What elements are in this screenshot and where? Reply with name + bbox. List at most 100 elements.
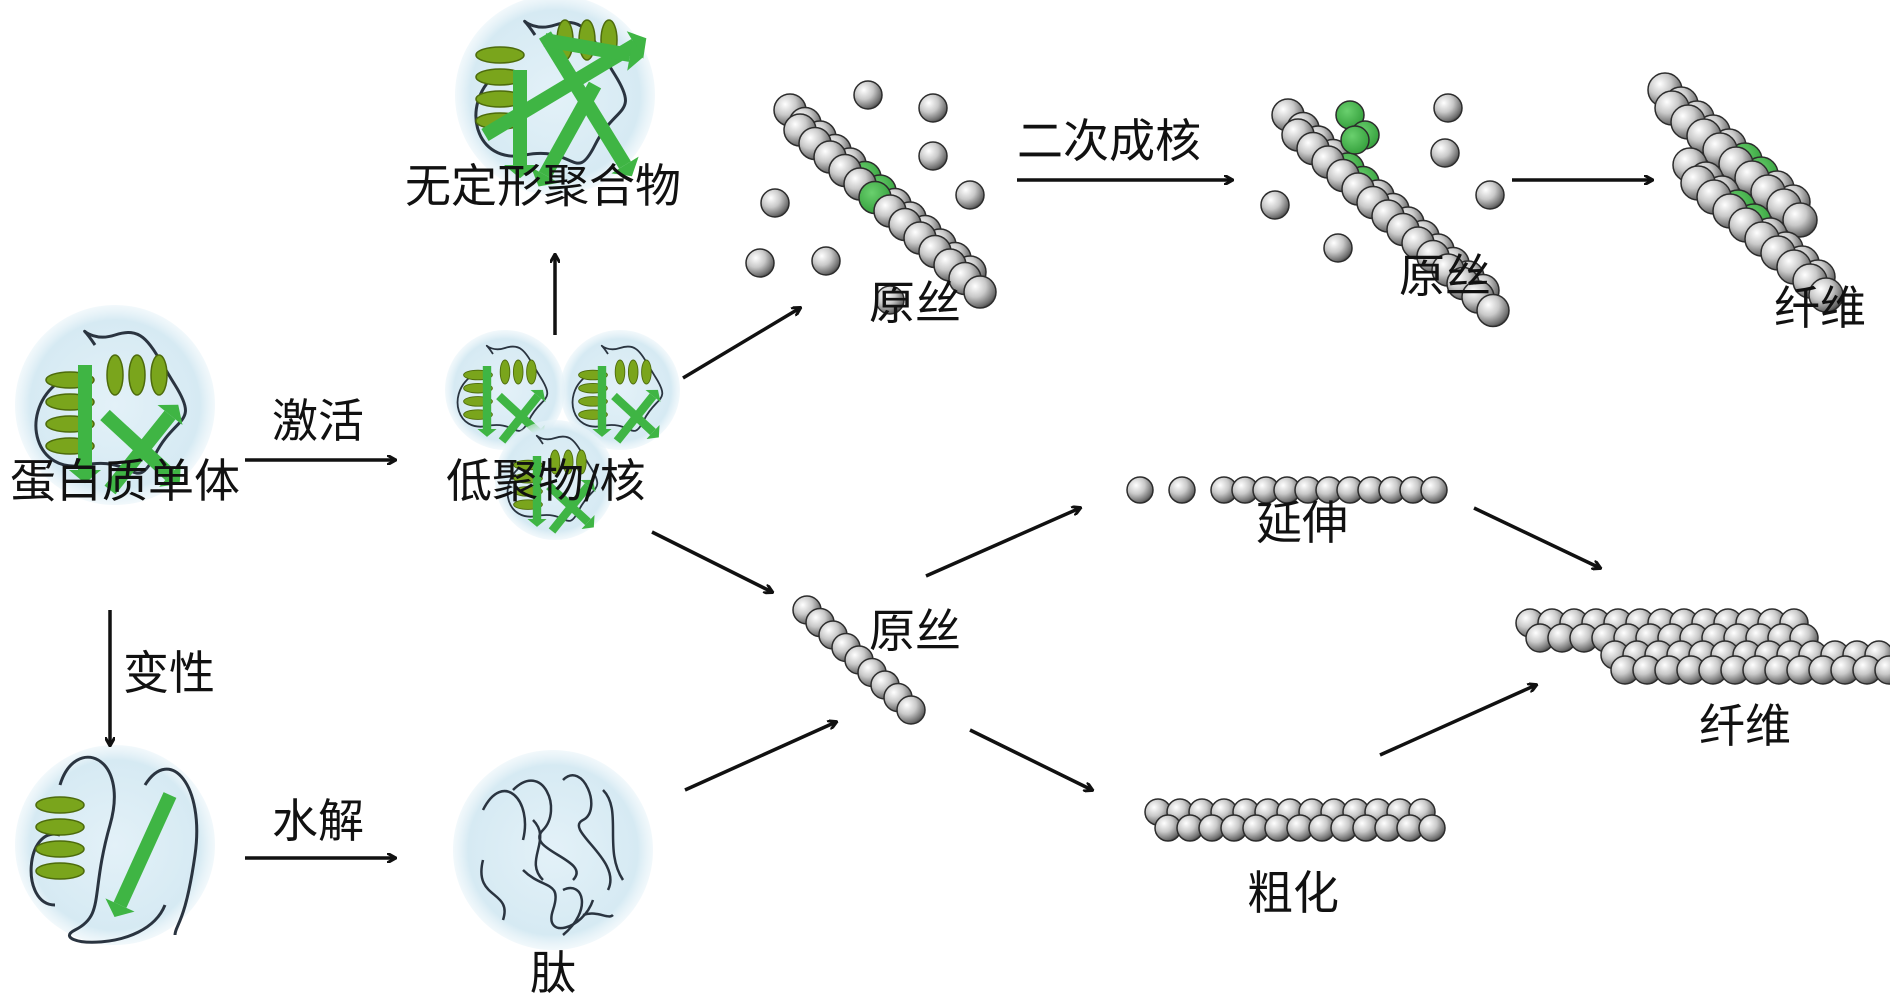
label-activation: 激活 bbox=[272, 394, 364, 448]
free-monomer bbox=[955, 180, 985, 210]
peptide-chain bbox=[480, 859, 506, 921]
beta-strand-arrowhead bbox=[646, 424, 660, 440]
beta-strand-arrowhead bbox=[611, 156, 639, 177]
label-amorphous-aggregate: 无定形聚合物 bbox=[405, 159, 681, 213]
beta-strand-arrowhead bbox=[626, 31, 647, 59]
free-monomer bbox=[1126, 476, 1154, 504]
peptide-chain bbox=[512, 779, 578, 881]
free-monomer bbox=[760, 188, 790, 218]
oligomer-monomer-2 bbox=[560, 330, 680, 450]
beta-strand-arrowhead bbox=[531, 167, 559, 187]
alpha-helix-turn bbox=[475, 46, 525, 64]
alpha-helix-turn bbox=[106, 354, 124, 396]
random-coil bbox=[29, 755, 199, 944]
protofibril-top-sphere bbox=[963, 275, 997, 309]
peptide-chain bbox=[532, 819, 544, 881]
beta-strand-arrowhead bbox=[580, 479, 596, 492]
beta-strand-arrowhead bbox=[581, 514, 595, 530]
free-monomer bbox=[1168, 476, 1196, 504]
beta-strand bbox=[113, 792, 177, 908]
free-monomer bbox=[1260, 190, 1290, 220]
arrow-protofibril-to-thickening bbox=[969, 728, 1092, 790]
denatured-monomer bbox=[15, 745, 215, 945]
solvent-bubble bbox=[445, 330, 565, 450]
protofibril-secondary-sphere bbox=[1476, 293, 1510, 328]
free-monomer bbox=[1430, 138, 1460, 168]
label-hydrolysis: 水解 bbox=[272, 794, 364, 848]
free-monomer bbox=[918, 141, 948, 171]
random-coil bbox=[571, 344, 664, 432]
peptide-chain bbox=[562, 886, 583, 936]
arrow-protofibril-to-elongation bbox=[925, 508, 1080, 578]
oligomer-monomer-1 bbox=[445, 330, 565, 450]
beta-strand-arrowhead bbox=[159, 463, 181, 487]
amorphous-aggregate bbox=[455, 0, 655, 195]
peptide-chain bbox=[582, 912, 614, 918]
random-coil bbox=[456, 344, 549, 432]
alpha-helix-turn bbox=[35, 862, 85, 880]
alpha-helix-turn bbox=[128, 354, 146, 396]
beta-strand bbox=[548, 483, 592, 534]
beta-strand-arrowhead bbox=[105, 898, 135, 918]
beta-strand bbox=[543, 33, 632, 62]
arrow-thickening-to-fiber bbox=[1379, 685, 1536, 757]
beta-strand bbox=[538, 81, 602, 179]
label-protofibril-secondary: 原丝 bbox=[1399, 249, 1491, 303]
arrow-elongation-to-fiber bbox=[1473, 506, 1600, 568]
free-monomer bbox=[1475, 180, 1505, 210]
solvent-bubble bbox=[560, 330, 680, 450]
free-monomer bbox=[875, 285, 905, 315]
free-monomer bbox=[918, 93, 948, 123]
alpha-helix-turn bbox=[35, 840, 85, 858]
solvent-bubble bbox=[453, 750, 653, 950]
label-thickening: 粗化 bbox=[1247, 866, 1339, 920]
beta-strand bbox=[498, 393, 542, 444]
label-peptide: 肽 bbox=[530, 946, 576, 1000]
alpha-helix-turn bbox=[614, 359, 626, 385]
peptide-chain bbox=[602, 789, 625, 881]
alpha-helix-turn bbox=[627, 359, 639, 385]
beta-strand-arrowhead bbox=[477, 429, 497, 437]
thickening-sphere bbox=[1418, 814, 1446, 842]
alpha-helix-turn bbox=[512, 359, 524, 385]
free-monomer bbox=[811, 246, 841, 276]
label-protofibril-mid: 原丝 bbox=[869, 604, 961, 658]
alpha-helix-turn bbox=[35, 818, 85, 836]
label-fiber-top: 纤维 bbox=[1774, 281, 1866, 335]
peptide-fragments bbox=[453, 750, 653, 950]
alpha-helix-turn bbox=[641, 359, 652, 385]
alpha-helix-turn bbox=[35, 796, 85, 814]
arrow-oligomer-to-protofibril-mid bbox=[651, 530, 772, 592]
label-protofibril-top: 原丝 bbox=[869, 276, 961, 330]
free-monomer bbox=[1433, 93, 1463, 123]
free-monomer bbox=[1323, 233, 1353, 263]
oligomer-monomer-3 bbox=[495, 420, 615, 540]
free-monomer bbox=[853, 80, 883, 110]
label-monomer: 蛋白质单体 bbox=[10, 454, 240, 508]
alpha-helix-turn bbox=[526, 359, 537, 385]
free-monomer bbox=[745, 248, 775, 278]
fiber-top-sphere bbox=[1808, 277, 1844, 313]
label-denaturation: 变性 bbox=[123, 646, 215, 700]
random-coil bbox=[34, 329, 187, 475]
label-oligomer-nucleus: 低聚物/核 bbox=[446, 454, 646, 508]
label-fiber-bottom: 纤维 bbox=[1699, 699, 1791, 753]
protofibril-mid-sphere bbox=[896, 695, 926, 725]
alpha-helix-turn bbox=[576, 449, 587, 475]
beta-strand-arrowhead bbox=[530, 389, 546, 402]
label-elongation: 延伸 bbox=[1256, 496, 1348, 550]
label-secondary-nucleation: 二次成核 bbox=[1017, 114, 1201, 168]
fiber-bottom-sphere bbox=[1874, 655, 1890, 685]
beta-strand-arrowhead bbox=[157, 404, 183, 425]
solvent-bubble bbox=[495, 420, 615, 540]
beta-strand-arrowhead bbox=[504, 165, 536, 179]
beta-strand-arrowhead bbox=[527, 519, 547, 527]
alpha-helix-turn bbox=[562, 449, 574, 475]
elongation-sphere bbox=[1420, 476, 1448, 504]
secondary-nucleus-sphere bbox=[1340, 125, 1370, 155]
peptide-chain bbox=[522, 869, 595, 930]
solvent-bubble bbox=[15, 305, 215, 505]
beta-strand-arrowhead bbox=[645, 389, 661, 402]
arrow-oligomer-to-protofibril-top bbox=[682, 308, 800, 380]
